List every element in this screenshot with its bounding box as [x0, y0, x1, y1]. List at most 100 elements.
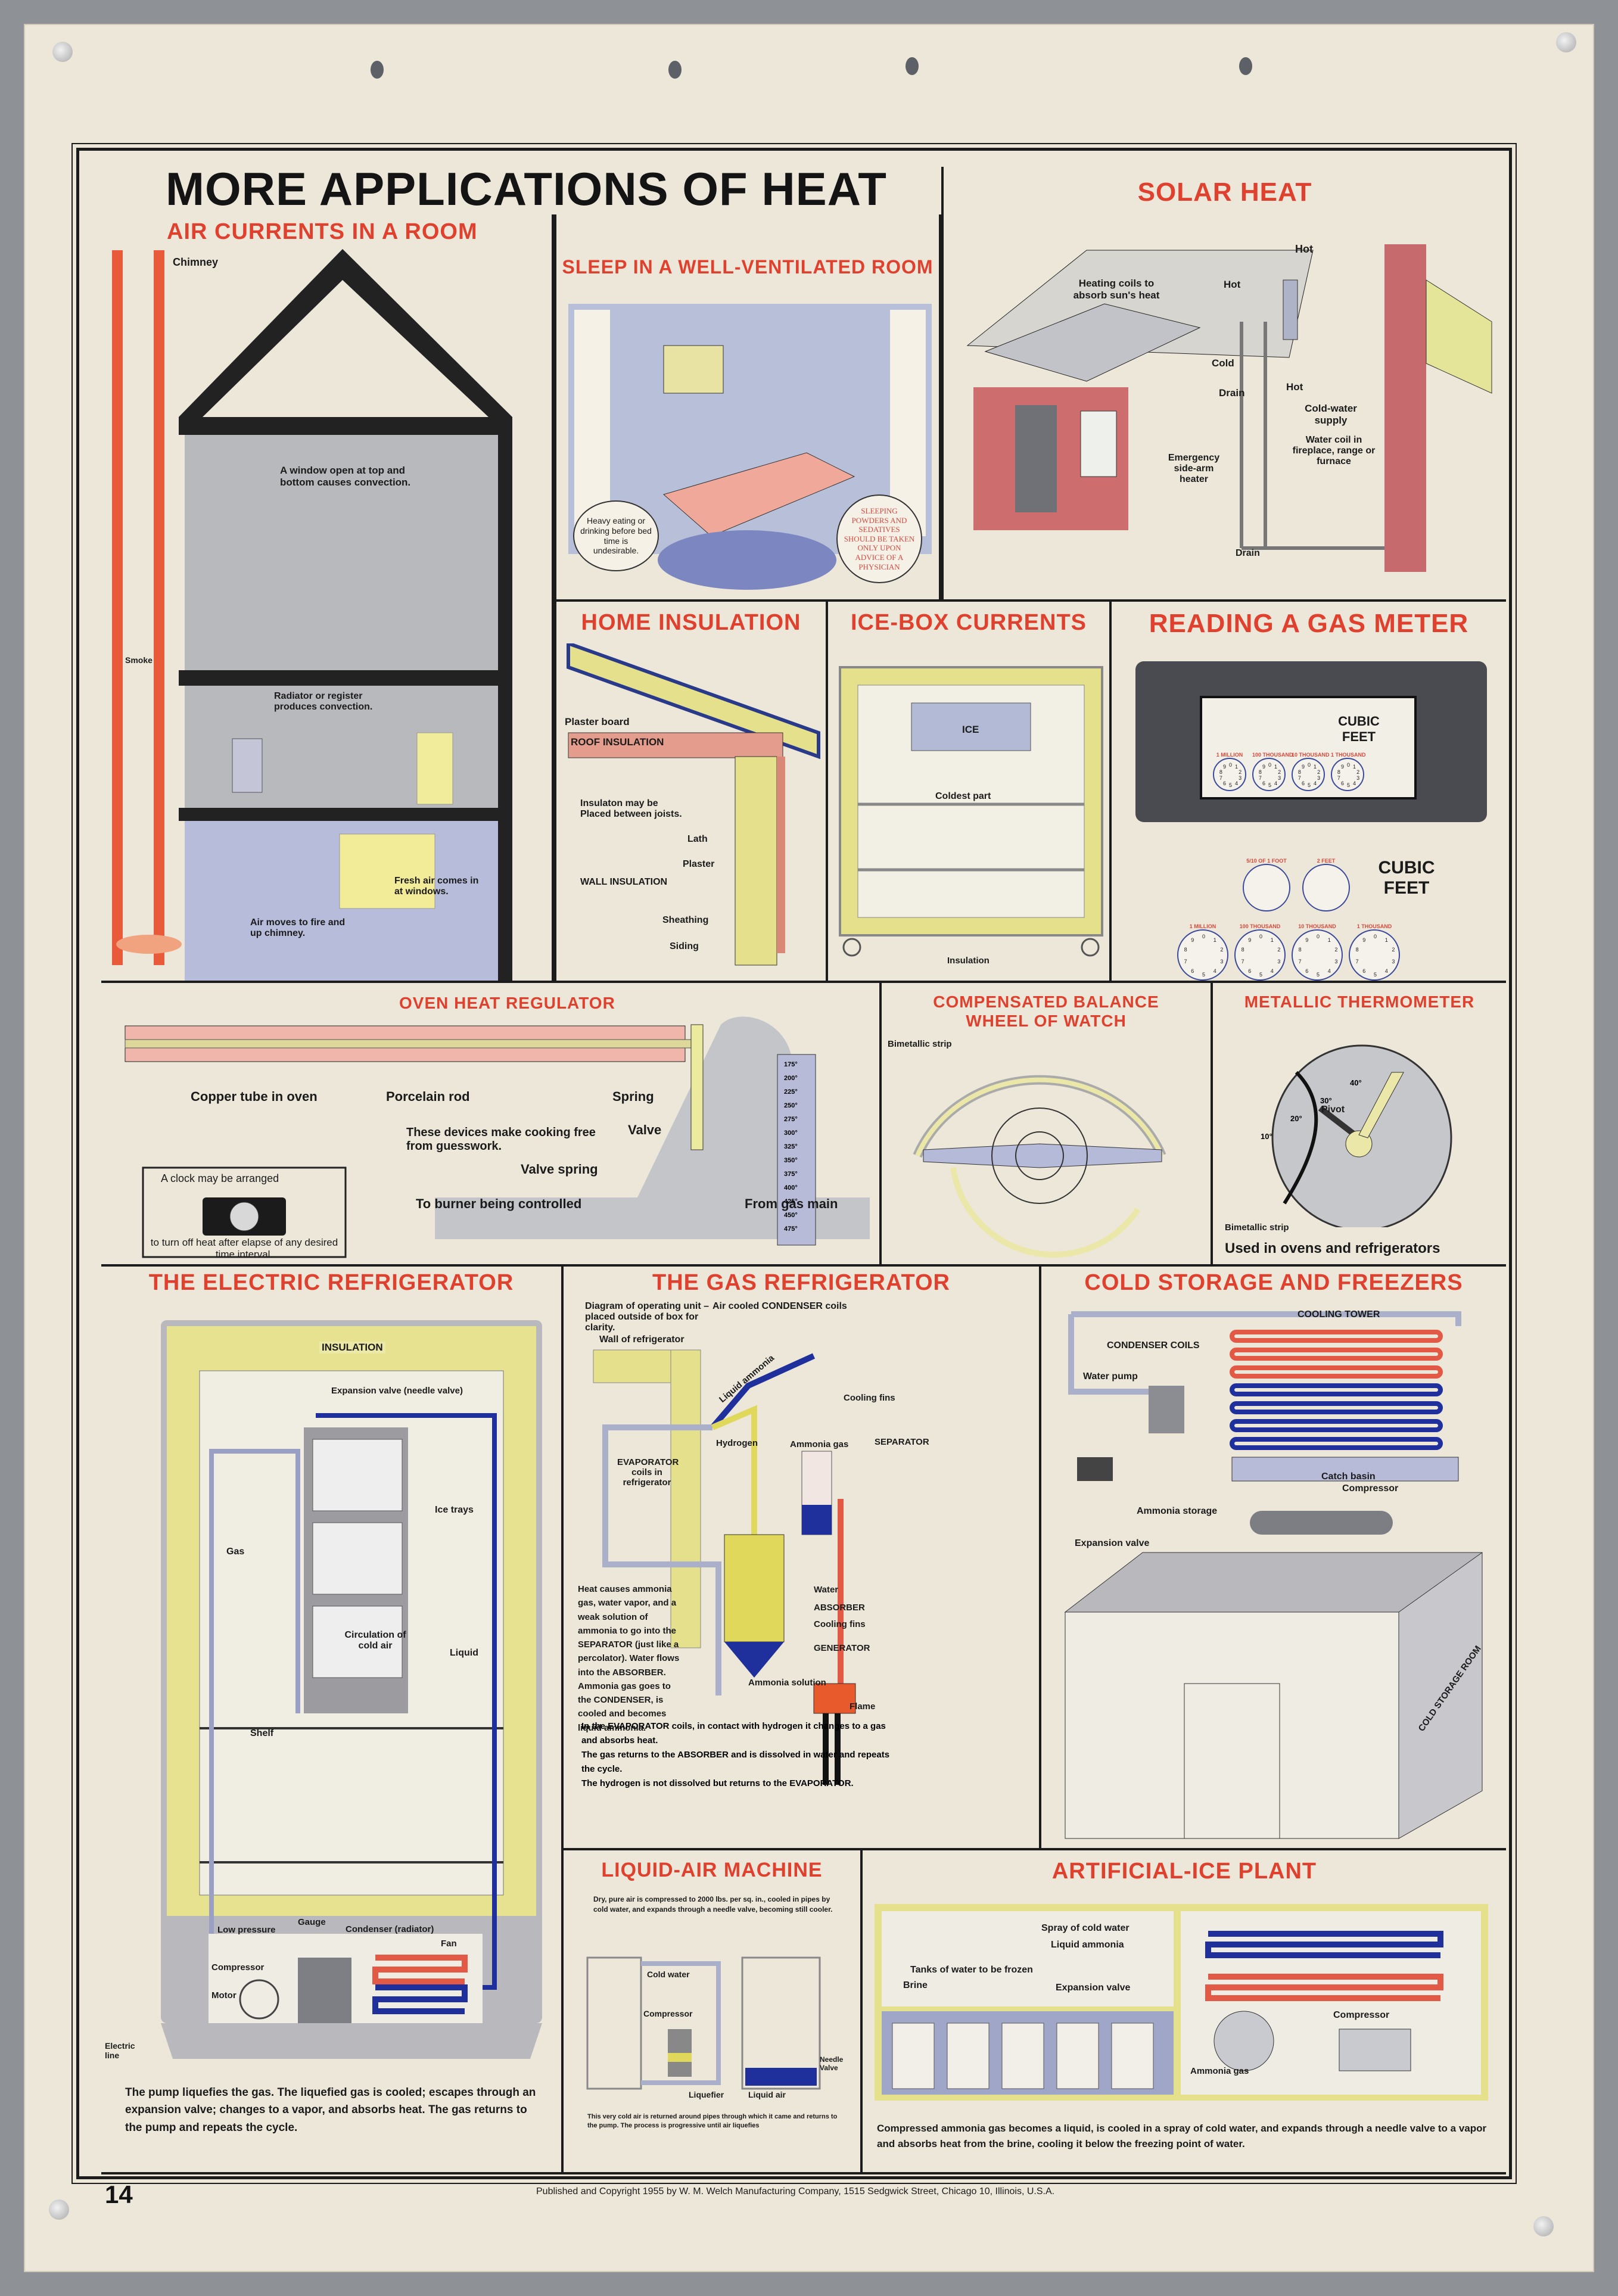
label-condenser-coils: CONDENSER COILS	[1107, 1340, 1200, 1351]
dial-digit: 0	[1317, 934, 1320, 939]
dial-digit: 7	[1298, 958, 1302, 965]
ice-tank	[1111, 2023, 1154, 2089]
label-solar: Drain	[1219, 387, 1245, 399]
label-ammonia-storage: Ammonia storage	[1137, 1506, 1218, 1516]
dial-digit: 3	[1239, 775, 1242, 782]
dial-digit: 4	[1352, 780, 1356, 786]
dial-digit: 6	[1302, 780, 1305, 786]
label-ammonia-gas: Ammonia gas	[1190, 2066, 1249, 2076]
dial-digit: 0	[1347, 762, 1351, 768]
label-ice-trays: Ice trays	[435, 1505, 474, 1515]
dial-digit: 0	[1259, 934, 1263, 939]
scale-tick-label: 325°	[784, 1143, 798, 1150]
dial-digit: 0	[1308, 762, 1311, 768]
oven-regulator-illustration	[125, 1016, 870, 1258]
thermometer-illustration	[1271, 1044, 1452, 1227]
dial-digit: 5	[1229, 782, 1233, 788]
label-solar: Cold	[1212, 357, 1234, 369]
label-insulation: WALL INSULATION	[580, 877, 668, 887]
panel-balance-wheel: COMPENSATED BALANCE WHEEL OF WATCH Bimet…	[879, 981, 1213, 1267]
label-water-pump: Water pump	[1083, 1371, 1138, 1382]
push-pin-icon	[1533, 2216, 1554, 2236]
condenser-coil	[1230, 1401, 1443, 1414]
dial-digit: 7	[1241, 958, 1244, 965]
label-catch-basin: Catch basin	[1321, 1471, 1376, 1482]
dial-digit: 2	[1239, 769, 1242, 775]
label-smoke: Smoke	[125, 655, 153, 665]
meter-dial: 2 FEET	[1302, 858, 1350, 911]
dial-digit: 8	[1241, 947, 1244, 953]
label-spring: Spring	[612, 1089, 654, 1104]
panel-title: SLEEP IN A WELL-VENTILATED ROOM	[562, 256, 934, 278]
condenser-coil	[1230, 1437, 1443, 1450]
meter-unit-label: CUBIC FEET	[1338, 714, 1380, 744]
label-air-moves: Air moves to fire and up chimney.	[250, 917, 346, 938]
label-low-pressure: Low pressure	[217, 1925, 276, 1935]
label-insulation: ROOF INSULATION	[571, 736, 664, 748]
panel-cold-storage: COLD STORAGE AND FREEZERS COOLING TOWER …	[1039, 1264, 1506, 1850]
label-circulation: Circulation of cold air	[344, 1630, 406, 1651]
label-fresh-air: Fresh air comes in at windows.	[394, 876, 479, 897]
dial-digit: 9	[1191, 937, 1194, 944]
label-evaporator: EVAPORATOR coils in refrigerator	[617, 1457, 679, 1488]
dial-digit: 3	[1356, 775, 1360, 782]
label-solar: Hot	[1224, 279, 1241, 290]
label-bimetallic: Bimetallic strip	[1225, 1222, 1289, 1233]
dial-label: 100 THOUSAND	[1239, 923, 1281, 929]
panel-title: AIR CURRENTS IN A ROOM	[167, 219, 478, 244]
dial-digit: 4	[1313, 780, 1317, 786]
label-burner: To burner being controlled	[416, 1196, 582, 1211]
meter-dial: 5/10 OF 1 FOOT	[1243, 858, 1290, 911]
dial-digit: 2	[1277, 947, 1281, 953]
dial-label: 100 THOUSAND	[1252, 752, 1293, 758]
label-compressor: Compressor	[643, 2009, 693, 2018]
explanation-line: The hydrogen is not dissolved but return…	[581, 1778, 854, 1788]
label-condenser-coils: Air cooled CONDENSER coils	[712, 1301, 847, 1311]
label-ammonia-gas: Ammonia gas	[790, 1439, 849, 1449]
push-pin-icon	[1556, 32, 1576, 52]
label-insulation: Siding	[670, 941, 699, 951]
dial-digit: 1	[1327, 937, 1331, 944]
dial-digit: 2	[1356, 769, 1360, 775]
panel-gas-fridge: THE GAS REFRIGERATOR Diagram of operatin…	[561, 1264, 1041, 1850]
label-pivot: Pivot	[1321, 1105, 1345, 1115]
label-valve-spring: Valve spring	[521, 1162, 598, 1177]
label-water: Water	[814, 1585, 839, 1595]
label-chimney: Chimney	[173, 256, 219, 268]
hanging-hole	[1239, 57, 1252, 75]
dial-digit: 4	[1327, 967, 1331, 974]
thermometer-caption: Used in ovens and refrigerators	[1225, 1240, 1440, 1256]
electric-fridge-caption: The pump liquefies the gas. The liquefie…	[125, 2086, 536, 2134]
dial-digit: 7	[1355, 958, 1359, 965]
label-ice: ICE	[962, 724, 979, 735]
label-generator: GENERATOR	[814, 1643, 870, 1653]
hanging-hole	[668, 61, 682, 79]
panel-home-insulation: HOME INSULATION Plaster board ROOF INSUL…	[554, 599, 828, 983]
bubble-sedatives: SLEEPING POWDERS AND SEDATIVES SHOULD BE…	[836, 494, 922, 584]
dial-digit: 5	[1317, 972, 1320, 978]
label-cooling-tower: COOLING TOWER	[1297, 1309, 1380, 1320]
condenser-coil	[1230, 1419, 1443, 1432]
label-insulation: Sheathing	[662, 915, 709, 925]
label-gas-main: From gas main	[745, 1196, 838, 1211]
label-shelf: Shelf	[250, 1728, 274, 1738]
dial-digit: 3	[1317, 775, 1321, 782]
ice-plant-illustration	[875, 1904, 1488, 2101]
dial-digit: 7	[1337, 775, 1340, 782]
panel-title-line1: COMPENSATED BALANCE	[933, 993, 1159, 1011]
panel-title: HOME INSULATION	[581, 610, 801, 635]
explanation-line: The gas returns to the ABSORBER and is d…	[581, 1750, 890, 1774]
panel-title: SOLAR HEAT	[1137, 178, 1312, 207]
scale-tick-label: 450°	[784, 1212, 798, 1219]
dial-digit: 1	[1270, 937, 1274, 944]
dial-label: 1 THOUSAND	[1331, 752, 1366, 758]
ice-plant-caption: Compressed ammonia gas becomes a liquid,…	[877, 2123, 1487, 2150]
label-radiator-note: Radiator or register produces convection…	[274, 691, 373, 712]
label-brine: Brine	[903, 1980, 928, 1990]
cold-storage-illustration	[1064, 1311, 1483, 1839]
scale-tick-label: 20°	[1290, 1114, 1302, 1123]
